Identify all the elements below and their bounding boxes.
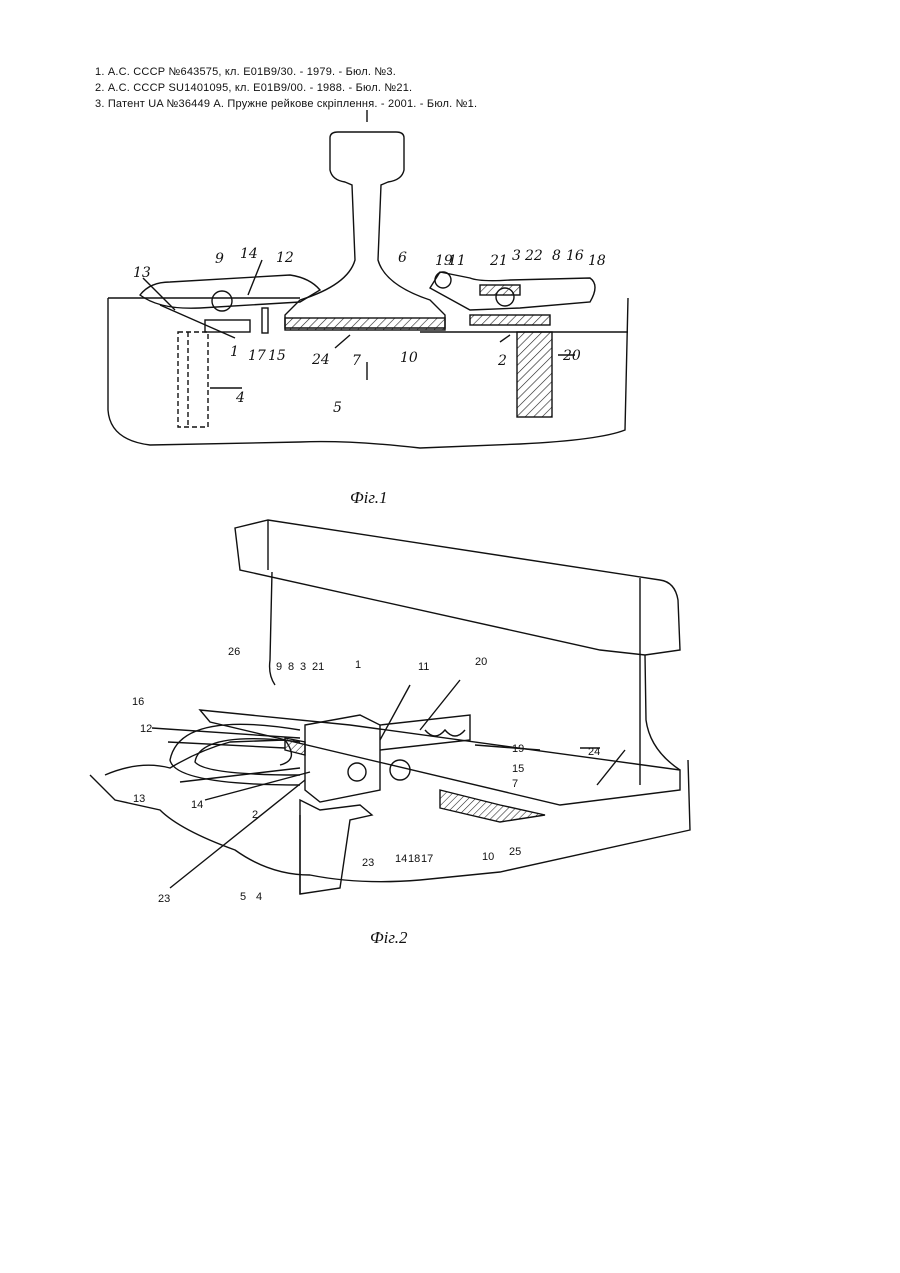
part-label: 11 xyxy=(418,661,429,673)
part-label: 10 xyxy=(400,350,418,366)
figure-2-part-labels: 26 9 8 3 21 1 11 20 16 12 19 15 7 24 13 … xyxy=(132,646,600,905)
part-label: 22 xyxy=(524,248,543,264)
figure-2-drawing: 26 9 8 3 21 1 11 20 16 12 19 15 7 24 13 … xyxy=(0,510,900,920)
reference-item: 1. А.С. СССР №643575, кл. Е01В9/30. - 19… xyxy=(95,64,815,80)
part-label: 13 xyxy=(133,265,151,281)
part-label: 5 xyxy=(240,891,246,903)
part-label: 16 xyxy=(566,248,584,264)
part-label: 6 xyxy=(398,250,407,266)
part-label: 23 xyxy=(158,893,170,905)
part-label: 9 xyxy=(215,251,224,267)
figure-1-drawing: 13 9 14 12 1 17 15 24 7 10 6 19 11 21 3 … xyxy=(0,110,900,460)
part-label: 15 xyxy=(512,763,524,775)
part-label: 14 xyxy=(395,853,407,865)
part-label: 20 xyxy=(562,348,581,364)
figure-2-caption: Фіг.2 xyxy=(370,928,408,948)
figure-1: 13 9 14 12 1 17 15 24 7 10 6 19 11 21 3 … xyxy=(0,110,900,460)
part-label: 24 xyxy=(311,352,330,368)
part-label: 8 xyxy=(288,661,294,673)
part-label: 12 xyxy=(140,723,152,735)
part-label: 19 xyxy=(512,743,524,755)
part-label: 23 xyxy=(362,857,374,869)
part-label: 15 xyxy=(268,348,286,364)
part-label: 1 xyxy=(355,659,361,671)
part-label: 17 xyxy=(248,348,266,364)
part-label: 3 xyxy=(300,661,306,673)
part-label: 7 xyxy=(352,353,361,369)
part-label: 4 xyxy=(256,891,262,903)
part-label: 20 xyxy=(475,656,487,668)
part-label: 9 xyxy=(276,661,282,673)
part-label: 21 xyxy=(489,253,508,269)
part-label: 14 xyxy=(191,799,203,811)
part-label: 11 xyxy=(448,253,466,269)
part-label: 2 xyxy=(497,353,507,369)
part-label: 8 xyxy=(552,248,561,264)
part-label: 16 xyxy=(132,696,144,708)
part-label: 14 xyxy=(240,246,258,262)
part-label: 18 xyxy=(408,853,420,865)
part-label: 5 xyxy=(333,400,342,416)
reference-list: 1. А.С. СССР №643575, кл. Е01В9/30. - 19… xyxy=(95,64,815,112)
part-label: 12 xyxy=(276,250,294,266)
part-label: 2 xyxy=(252,809,258,821)
part-label: 7 xyxy=(512,778,518,790)
part-label: 3 xyxy=(512,248,521,264)
part-label: 10 xyxy=(482,851,494,863)
part-label: 24 xyxy=(588,746,600,758)
figure-2: 26 9 8 3 21 1 11 20 16 12 19 15 7 24 13 … xyxy=(0,510,900,920)
part-label: 1 xyxy=(230,344,239,360)
part-label: 4 xyxy=(235,390,245,406)
part-label: 21 xyxy=(312,661,324,673)
figure-1-caption: Фіг.1 xyxy=(350,488,388,508)
reference-item: 2. А.С. СССР SU1401095, кл. Е01В9/00. - … xyxy=(95,80,815,96)
part-label: 26 xyxy=(228,646,240,658)
part-label: 17 xyxy=(421,853,433,865)
part-label: 13 xyxy=(133,793,145,805)
part-label: 18 xyxy=(588,253,606,269)
part-label: 25 xyxy=(509,846,521,858)
